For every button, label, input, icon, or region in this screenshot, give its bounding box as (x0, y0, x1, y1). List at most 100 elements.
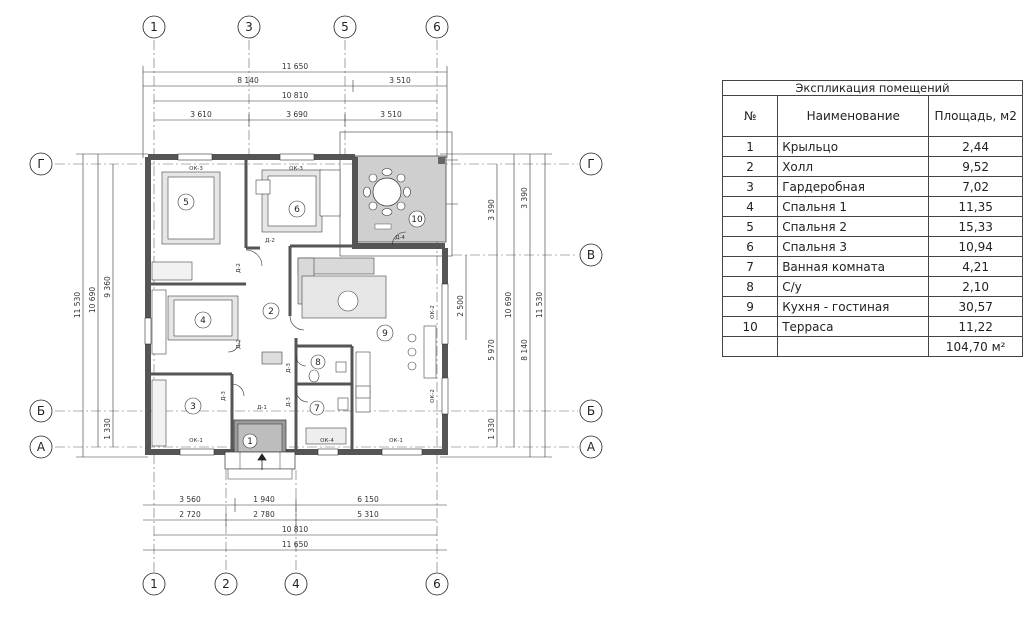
dim-left-small: 1 330 (103, 418, 112, 440)
row-number: 10 (721, 316, 779, 337)
terrace (339, 131, 458, 257)
room-label-8: 8 (315, 358, 321, 368)
table-caption: Экспликация помещений (722, 80, 1023, 96)
dim-top-row4c: 3 510 (380, 110, 402, 119)
table-row: 6 Спальня 3 10,94 (721, 236, 1023, 257)
row-name: Терраса (777, 316, 930, 337)
dim-right-b: 3 390 (520, 187, 529, 209)
dim-bottom-row2b: 2 780 (253, 510, 275, 519)
axis-left-B: Б (37, 404, 45, 418)
dim-top-row4b: 3 690 (286, 110, 308, 119)
floor-plan: 1 3 5 6 1 2 4 6 Г Б А Г В Б А (29, 15, 603, 596)
mark-ok2a: ОК-2 (430, 305, 436, 319)
dimension-texts-right: 3 390 3 390 2 500 5 970 10 690 8 140 11 … (456, 187, 544, 440)
table-row: 5 Спальня 2 15,33 (721, 216, 1023, 237)
mark-ok3b: ОК-3 (289, 166, 303, 172)
dimension-lines-top (142, 66, 448, 158)
table-row: 7 Ванная комната 4,21 (721, 256, 1023, 277)
row-area: 11,35 (928, 196, 1023, 217)
dimension-texts-top: 11 650 8 140 3 510 10 810 3 610 3 690 3 … (190, 62, 411, 119)
table-total-row: 104,70 м² (721, 336, 1023, 357)
row-number: 4 (721, 196, 779, 217)
row-name: Крыльцо (777, 136, 930, 157)
mark-ok1b: ОК-1 (389, 438, 403, 444)
dim-bottom-row3: 10 810 (282, 525, 308, 534)
axis-bubbles-top: 1 3 5 6 (142, 15, 449, 39)
dim-top-row3: 10 810 (282, 91, 308, 100)
room-label-4: 4 (200, 316, 206, 326)
dim-left-inner: 9 360 (103, 276, 112, 298)
doors (227, 231, 407, 403)
header-number: № (721, 95, 779, 137)
axis-top-6: 6 (433, 20, 441, 34)
dimension-lines-bottom (143, 498, 447, 551)
row-name: Гардеробная (777, 176, 930, 197)
table-header-row: № Наименование Площадь, м2 (721, 95, 1023, 137)
room-label-3: 3 (190, 402, 196, 412)
toilet (308, 369, 320, 383)
row-area: 7,02 (928, 176, 1023, 197)
dim-right-h: 1 330 (487, 418, 496, 440)
row-name: Ванная комната (777, 256, 930, 277)
axis-right-A: А (587, 440, 596, 454)
dim-right-e: 10 690 (504, 292, 513, 318)
row-name: Кухня - гостиная (777, 296, 930, 317)
mark-ok1a: ОК-1 (189, 438, 203, 444)
dimension-texts-bottom: 3 560 1 940 6 150 2 720 2 780 5 310 10 8… (179, 495, 379, 549)
dimension-lines-right (440, 153, 552, 458)
dim-bottom-row2c: 5 310 (357, 510, 379, 519)
dim-bottom-row1b: 1 940 (253, 495, 275, 504)
table-row: 1 Крыльцо 2,44 (721, 136, 1023, 157)
room-label-2: 2 (268, 307, 274, 317)
row-area: 9,52 (928, 156, 1023, 177)
living-rug (301, 275, 387, 319)
mark-d3b: Д-3 (286, 363, 292, 373)
header-name: Наименование (777, 95, 930, 137)
room-schedule-table: Экспликация помещений № Наименование Пло… (721, 80, 1023, 357)
row-name: Спальня 3 (777, 236, 930, 257)
axis-left-A: А (37, 440, 46, 454)
row-name: Спальня 2 (777, 216, 930, 237)
axis-right-G: Г (587, 157, 594, 171)
table-row: 3 Гардеробная 7,02 (721, 176, 1023, 197)
axis-top-5: 5 (341, 20, 349, 34)
row-number: 9 (721, 296, 779, 317)
total-blank-name (777, 336, 930, 357)
mark-d2c: Д-2 (236, 339, 242, 349)
axis-top-1: 1 (150, 20, 158, 34)
table-row: 9 Кухня - гостиная 30,57 (721, 296, 1023, 317)
dim-top-row2a: 8 140 (237, 76, 259, 85)
mark-d2a: Д-2 (265, 238, 275, 244)
windows (144, 153, 449, 456)
row-number: 5 (721, 216, 779, 237)
dim-left-mid: 10 690 (88, 287, 97, 313)
dim-right-a: 3 390 (487, 199, 496, 221)
row-name: Спальня 1 (777, 196, 930, 217)
row-area: 4,21 (928, 256, 1023, 277)
dining-table (423, 325, 437, 379)
porch (224, 419, 296, 480)
axis-bottom-2: 2 (222, 577, 230, 591)
terrace-chairs (363, 168, 411, 216)
kitchen-counter (355, 351, 371, 413)
mark-d2b: Д-2 (236, 263, 242, 273)
header-area: Площадь, м2 (928, 95, 1023, 137)
room-label-6: 6 (294, 205, 300, 215)
dim-bottom-row1a: 3 560 (179, 495, 201, 504)
room-label-7: 7 (314, 404, 320, 414)
dimension-texts-left: 11 530 10 690 9 360 1 330 (73, 276, 112, 440)
row-number: 2 (721, 156, 779, 177)
mark-ok2b: ОК-2 (430, 389, 436, 403)
row-name: Холл (777, 156, 930, 177)
room-number-markers (177, 193, 426, 449)
bathtub (305, 427, 347, 445)
room-label-10: 10 (411, 215, 423, 225)
axis-bottom-6: 6 (433, 577, 441, 591)
entry-arrow (257, 453, 267, 470)
row-area: 2,10 (928, 276, 1023, 297)
dim-bottom-row1c: 6 150 (357, 495, 379, 504)
mark-d3c: Д-3 (286, 397, 292, 407)
furniture (151, 169, 437, 447)
dimension-lines-left (76, 153, 148, 458)
dim-left-outer: 11 530 (73, 292, 82, 318)
